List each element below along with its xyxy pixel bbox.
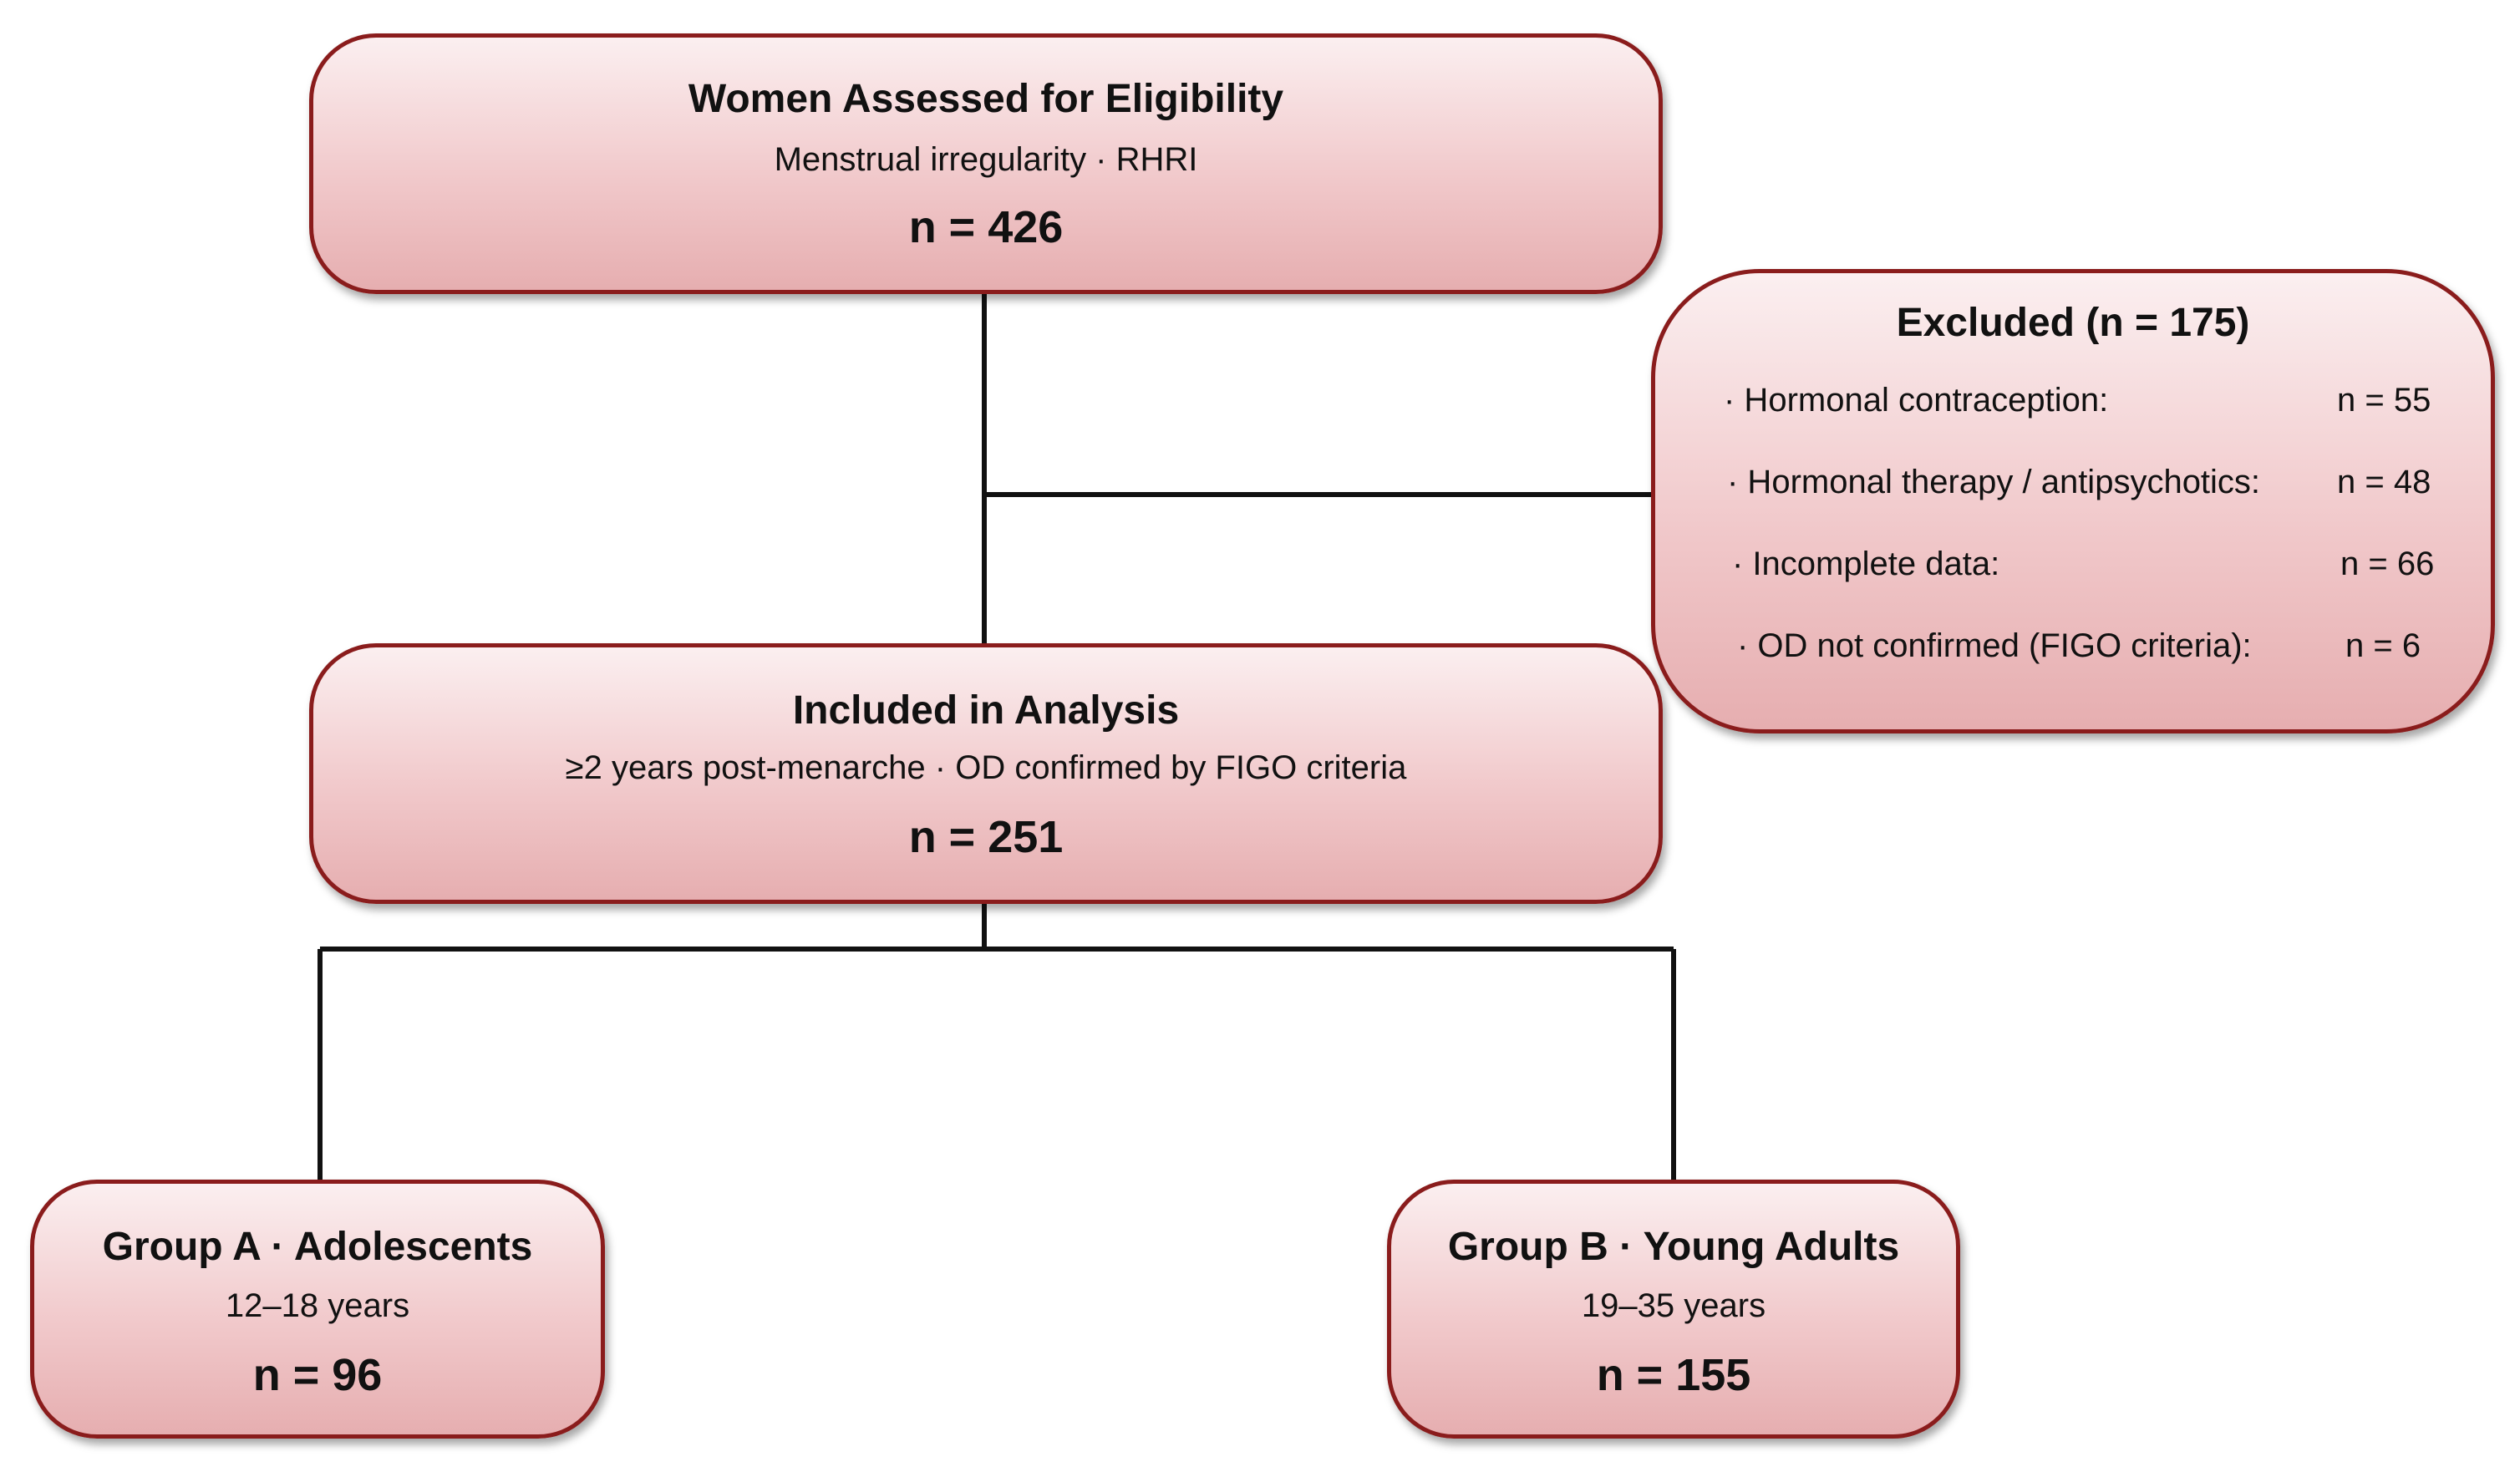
included-subtitle: ≥2 years post-menarche · OD confirmed by… [565,749,1407,786]
group-b-subtitle: 19–35 years [1581,1287,1766,1324]
group-a-title: Group A · Adolescents [102,1225,533,1269]
excluded-box: Excluded (n = 175) · Hormonal contracept… [1651,269,2495,733]
excluded-title: Excluded (n = 175) [1896,301,2250,345]
eligibility-count: n = 426 [908,202,1064,252]
excluded-item-label: · Incomplete data: [1732,546,2000,582]
group-a-box: Group A · Adolescents 12–18 years n = 96 [30,1180,605,1439]
excluded-item-label: · Hormonal therapy / antipsychotics: [1727,464,2261,500]
excluded-item-count: n = 6 [2345,627,2421,664]
excluded-item-count: n = 48 [2337,464,2431,500]
group-b-count: n = 155 [1596,1350,1751,1400]
excluded-item-label: · Hormonal contraception: [1724,382,2109,419]
excluded-item-count: n = 66 [2340,546,2435,582]
group-a-subtitle: 12–18 years [225,1287,410,1324]
eligibility-box: Women Assessed for Eligibility Menstrual… [309,33,1663,294]
included-count: n = 251 [908,812,1064,862]
included-box: Included in Analysis ≥2 years post-menar… [309,643,1663,904]
excluded-item-label: · OD not confirmed (FIGO criteria): [1737,627,2252,664]
group-b-title: Group B · Young Adults [1447,1225,1900,1269]
included-title: Included in Analysis [792,688,1180,733]
eligibility-title: Women Assessed for Eligibility [688,77,1284,121]
group-b-box: Group B · Young Adults 19–35 years n = 1… [1387,1180,1960,1439]
eligibility-subtitle: Menstrual irregularity · RHRI [774,141,1198,178]
excluded-item-count: n = 55 [2337,382,2431,419]
group-a-count: n = 96 [252,1350,383,1400]
